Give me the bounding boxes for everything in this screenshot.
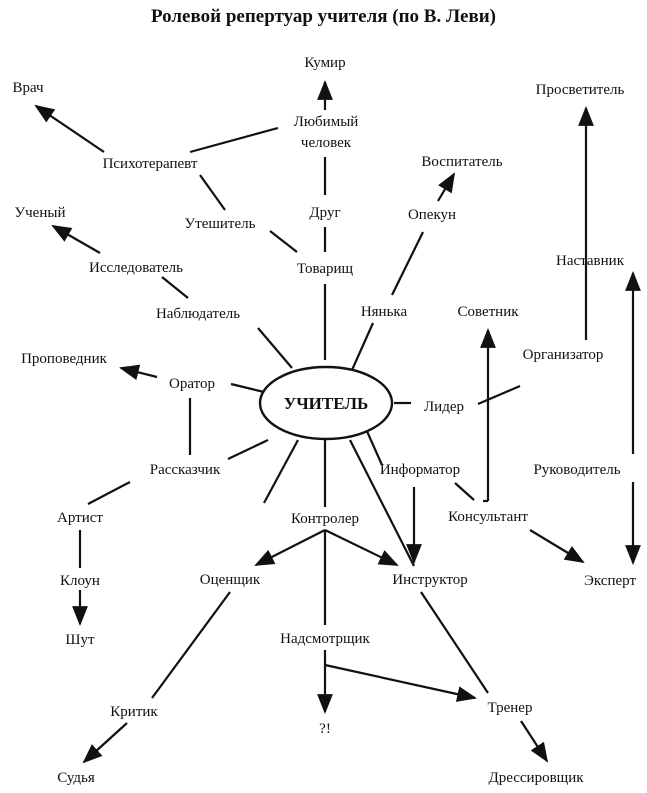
- node-kloun: Клоун: [60, 573, 100, 589]
- node-kritik: Критик: [110, 704, 158, 720]
- diagram-title: Ролевой репертуар учителя (по В. Леви): [151, 6, 496, 27]
- node-lider: Лидер: [424, 399, 464, 415]
- node-organizator: Организатор: [523, 347, 604, 363]
- node-ekspert: Эксперт: [584, 573, 636, 589]
- center-ellipse: [258, 365, 394, 441]
- node-trener: Тренер: [488, 700, 533, 716]
- center-label: УЧИТЕЛЬ: [284, 394, 369, 413]
- role-labels: Кумир Любимый человек Друг Товарищ Врач …: [12, 55, 636, 786]
- node-artist: Артист: [57, 510, 103, 526]
- connector-lines: [34, 80, 641, 764]
- node-uchenyi: Ученый: [15, 205, 66, 221]
- node-kontroler: Контролер: [291, 511, 359, 527]
- node-nadsmotrshchik: Надсмотрщик: [280, 631, 370, 647]
- node-sovetnik: Советник: [457, 304, 519, 320]
- node-tovarisch: Товарищ: [297, 261, 354, 277]
- node-prosvetitel: Просветитель: [536, 82, 625, 98]
- node-shut: Шут: [65, 632, 95, 648]
- node-rasskazchik: Рассказчик: [150, 462, 221, 478]
- node-kumir: Кумир: [304, 55, 345, 71]
- node-vrach: Врач: [12, 80, 44, 96]
- node-psikhoterapevt: Психотерапевт: [103, 156, 198, 172]
- node-instruktor: Инструктор: [392, 572, 468, 588]
- node-sudya: Судья: [57, 770, 95, 786]
- node-nablyudatel: Наблюдатель: [156, 306, 240, 322]
- node-propovednik: Проповедник: [21, 351, 108, 367]
- node-lyubimy-line1: Любимый: [294, 114, 359, 130]
- node-otsenshchik: Оценщик: [200, 572, 261, 588]
- node-vospitatel: Воспитатель: [421, 154, 502, 170]
- node-rukovoditel: Руководитель: [533, 462, 620, 478]
- node-uteshitel: Утешитель: [185, 216, 256, 232]
- node-dressirovshchik: Дрессировщик: [488, 770, 584, 786]
- node-orator: Оратор: [169, 376, 215, 392]
- node-nastavnik: Наставник: [556, 253, 625, 269]
- node-konsultant: Консультант: [448, 509, 528, 525]
- node-drug: Друг: [309, 205, 340, 221]
- node-lyubimy-line2: человек: [301, 135, 352, 151]
- node-nyanka: Нянька: [361, 304, 408, 320]
- node-question: ?!: [319, 721, 331, 737]
- node-issledovatel: Исследователь: [89, 260, 183, 276]
- node-informator: Информатор: [380, 462, 460, 478]
- node-opekun: Опекун: [408, 207, 456, 223]
